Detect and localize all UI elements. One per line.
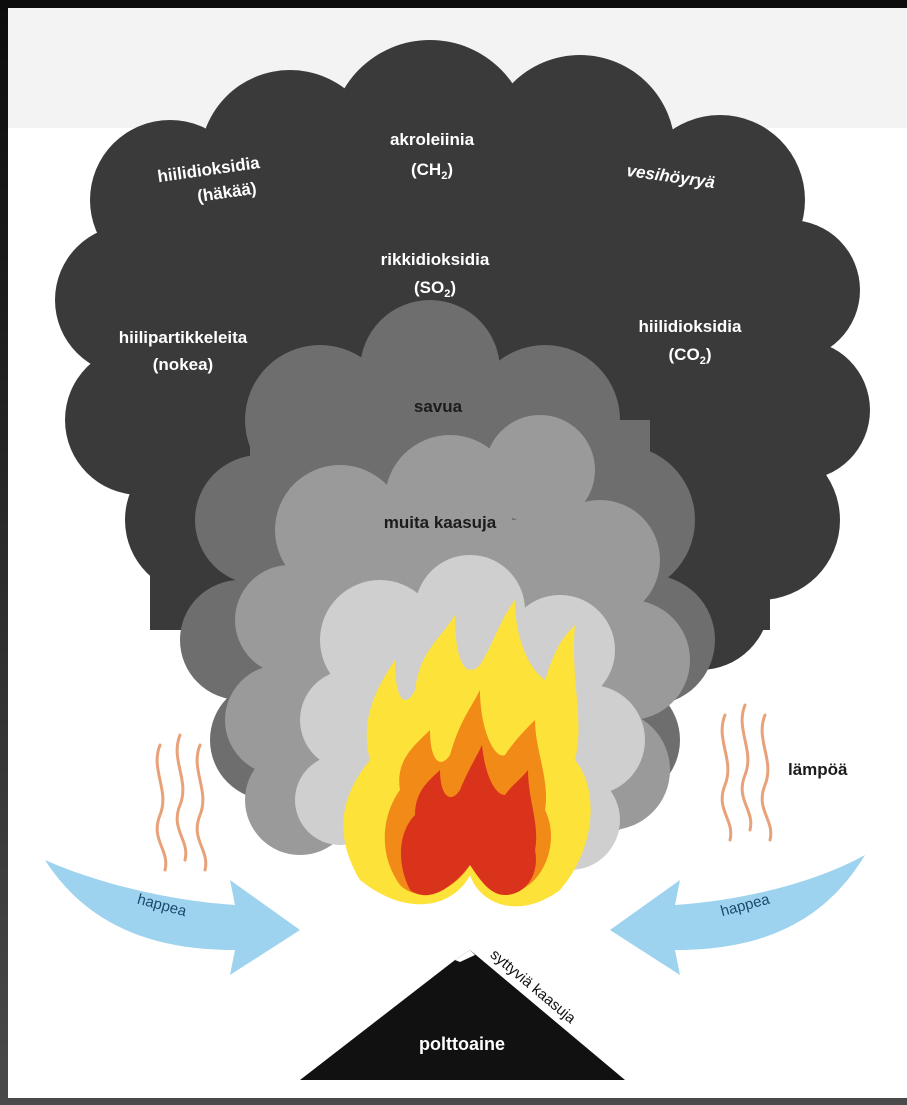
co2-label: hiilidioksidia (639, 317, 743, 336)
oxygen-arrow-icon (45, 860, 300, 975)
acrolein-label: akroleiinia (390, 130, 475, 149)
smoke-label: savua (414, 397, 463, 416)
so2-label: rikkidioksidia (381, 250, 490, 269)
oxygen-arrow-icon (610, 855, 865, 975)
soot-label: hiilipartikkeleita (119, 328, 248, 347)
so2-formula: (SO2) (414, 278, 456, 300)
heat-wave-icon (720, 703, 773, 842)
flame-icon (343, 600, 591, 907)
soot-label-line2: (nokea) (153, 355, 213, 374)
fuel-label: polttoaine (419, 1034, 505, 1054)
heat-wave-icon (155, 733, 208, 872)
heat-label: lämpöä (788, 760, 848, 779)
acrolein-formula: (CH2) (411, 160, 453, 182)
fuel-notch (455, 950, 475, 962)
co2-formula: (CO2) (669, 345, 712, 367)
fuel-pyramid-icon (300, 950, 625, 1080)
other-gases-label: muita kaasuja (384, 513, 497, 532)
